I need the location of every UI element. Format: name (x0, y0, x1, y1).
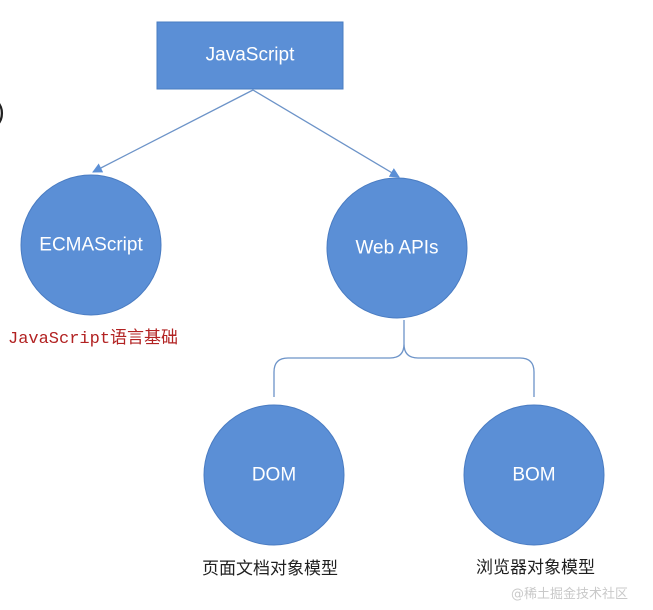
bom-caption: 浏览器对象模型 (476, 558, 595, 578)
ecmascript-node (20, 174, 162, 316)
bom-node (463, 404, 605, 546)
arrow-root-to-ecmascript (92, 89, 254, 173)
dom-caption: 页面文档对象模型 (202, 559, 338, 579)
partial-parenthesis: ) (0, 98, 5, 124)
javascript-label: JavaScript (206, 45, 295, 66)
ecmascript-caption: JavaScript语言基础 (8, 330, 179, 349)
dom-node (203, 404, 345, 546)
dom-label: DOM (252, 465, 296, 486)
javascript-node (156, 21, 344, 90)
webapis-label: Web APIs (355, 238, 438, 259)
ecmascript-label: ECMAScript (39, 235, 143, 256)
arrow-root-to-webapis (252, 89, 400, 178)
watermark: @稀土掘金技术社区 (511, 587, 629, 602)
brace-connector (273, 320, 535, 397)
webapis-node (326, 177, 468, 319)
bom-label: BOM (512, 465, 555, 486)
